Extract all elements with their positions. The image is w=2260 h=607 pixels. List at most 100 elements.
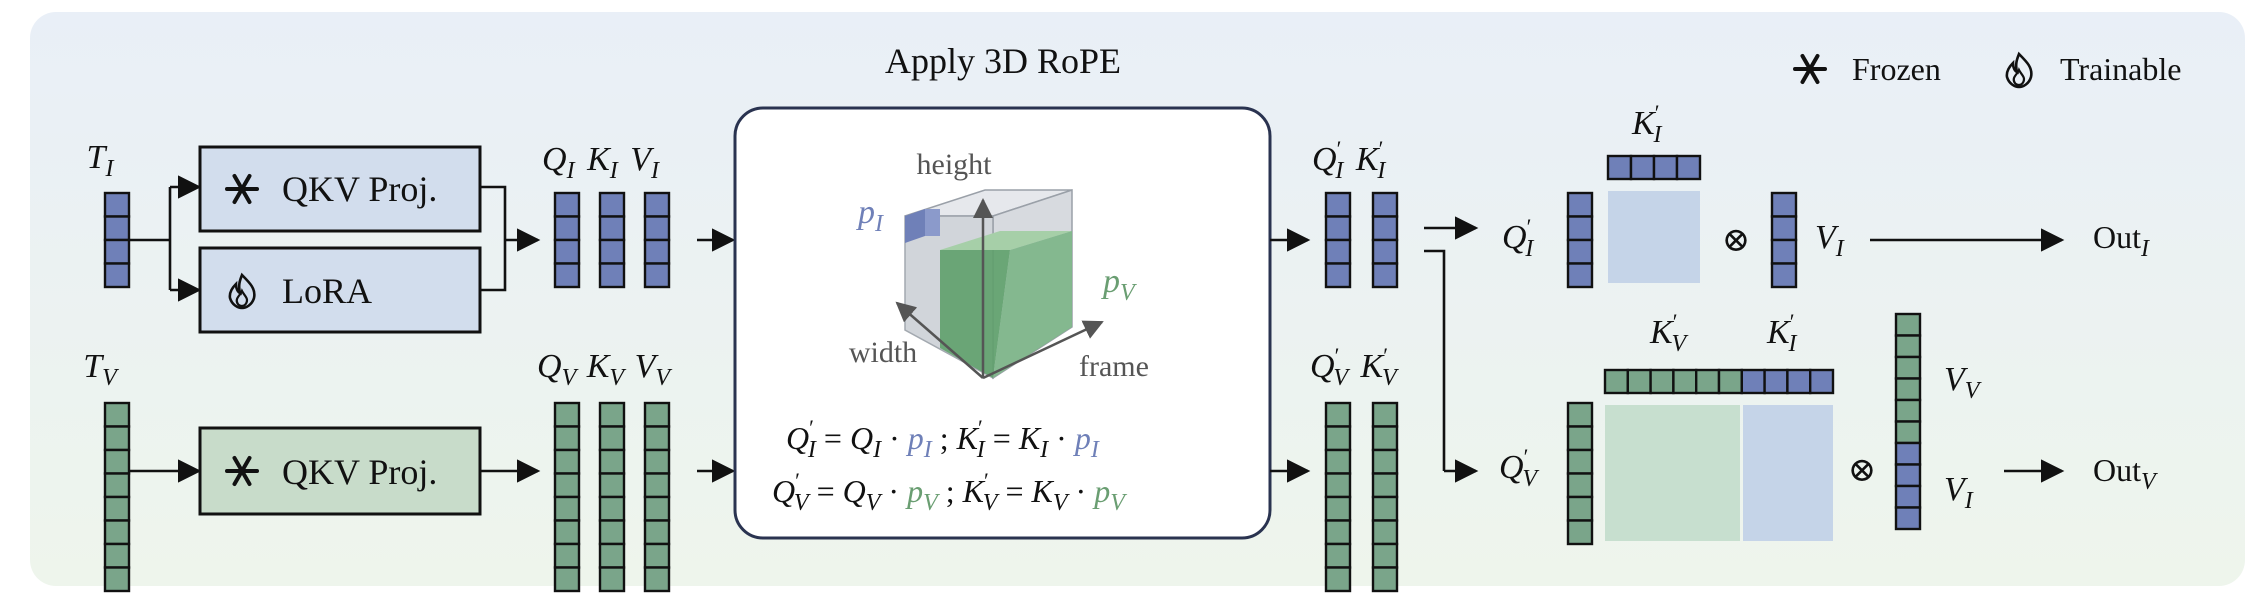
token-cell <box>1770 215 1798 242</box>
token-cell <box>643 542 671 569</box>
token-cell <box>643 401 671 428</box>
token-cell <box>1566 238 1594 265</box>
token-cell <box>1763 368 1789 395</box>
rope-cube <box>895 188 1104 380</box>
qkv-proj-image-label: QKV Proj. <box>282 169 437 209</box>
proj-labels-image: QI KI VI <box>542 141 660 186</box>
token-cell <box>1770 262 1798 289</box>
legend-frozen-label: Frozen <box>1852 51 1941 87</box>
token-cell <box>1371 262 1399 289</box>
token-cell <box>1626 368 1652 395</box>
token-cell <box>1652 154 1679 181</box>
token-cell <box>1566 262 1594 289</box>
lora-block: LoRA <box>198 246 482 334</box>
token-cell <box>1894 506 1922 531</box>
token-cell <box>103 425 131 452</box>
token-cell <box>1324 566 1352 593</box>
token-stack-attn-query-video <box>1566 401 1594 546</box>
attention-map-video-image <box>1743 405 1833 541</box>
output-video-label: OutV <box>2093 452 2158 495</box>
token-cell <box>1324 425 1352 452</box>
token-stacks-rotated-video <box>1324 401 1399 593</box>
token-cell <box>1894 484 1922 509</box>
token-cell <box>103 566 131 593</box>
token-cell <box>1324 519 1352 546</box>
token-cell <box>598 425 626 452</box>
token-cell <box>1371 448 1399 475</box>
token-cell <box>1324 262 1352 289</box>
input-image-branch-arrows <box>130 175 202 302</box>
token-cell <box>598 191 626 218</box>
token-cell <box>643 495 671 522</box>
token-cell <box>103 238 131 265</box>
token-cell <box>1371 238 1399 265</box>
token-cell <box>643 191 671 218</box>
proj-labels-video: QV KV VV <box>537 348 672 393</box>
token-cell <box>553 542 581 569</box>
legend-trainable-label: Trainable <box>2060 51 2181 87</box>
token-cell <box>1770 238 1798 265</box>
token-cell <box>598 472 626 499</box>
qkv-proj-video-label: QKV Proj. <box>282 452 437 492</box>
token-cell <box>103 472 131 499</box>
token-cell <box>1566 191 1594 218</box>
token-cell <box>553 262 581 289</box>
attn-image-key-label: K′I <box>1631 100 1663 148</box>
token-cell <box>643 262 671 289</box>
token-cell <box>1786 368 1812 395</box>
output-image-label: OutI <box>2093 219 2150 262</box>
lora-label: LoRA <box>282 271 372 311</box>
token-cell <box>643 566 671 593</box>
token-cell <box>553 238 581 265</box>
token-cell <box>643 425 671 452</box>
rope-out-labels-video: Q′V K′V <box>1310 343 1399 393</box>
token-cell <box>1566 425 1594 452</box>
token-cell <box>598 262 626 289</box>
token-cell <box>1371 191 1399 218</box>
token-cell <box>1894 441 1922 466</box>
token-cell <box>1371 425 1399 452</box>
token-cell <box>1324 238 1352 265</box>
token-cell <box>1371 401 1399 428</box>
token-cell <box>1808 368 1835 395</box>
token-cell <box>643 519 671 546</box>
token-cell <box>1566 448 1594 475</box>
token-cell <box>1566 519 1594 546</box>
token-cell <box>1566 472 1594 499</box>
token-cell <box>1566 495 1594 522</box>
snowflake-icon <box>225 456 259 486</box>
token-label-image: TI <box>87 139 115 182</box>
token-cell <box>553 191 581 218</box>
token-cell <box>598 519 626 546</box>
token-cell <box>1324 495 1352 522</box>
token-stacks-rotated-image <box>1324 191 1399 289</box>
attn-video-query-label: Q′V <box>1499 444 1539 492</box>
token-cell <box>598 238 626 265</box>
attn-image-query-label: Q′I <box>1502 214 1534 262</box>
equation-image: Q′I = QI · pI ; K′I = KI · pI <box>786 415 1100 463</box>
axis-width-label: width <box>849 336 917 369</box>
token-cell <box>1740 368 1766 395</box>
attn-video-operator: ⊗ <box>1848 452 1877 489</box>
token-cell <box>103 262 131 289</box>
token-cell <box>1694 368 1721 395</box>
attention-map-video-video <box>1605 405 1740 541</box>
token-cell <box>1894 420 1922 445</box>
token-cell <box>1371 566 1399 593</box>
token-cell <box>1717 368 1743 395</box>
qkv-proj-video-block: QKV Proj. <box>198 426 482 516</box>
token-cell <box>1894 355 1922 380</box>
attn-video-key-video-label: K′V <box>1649 309 1689 357</box>
attn-image-operator: ⊗ <box>1722 222 1751 259</box>
token-cell <box>553 472 581 499</box>
token-cell <box>1324 472 1352 499</box>
token-cell <box>598 448 626 475</box>
token-cell <box>598 566 626 593</box>
token-cell <box>1324 215 1352 242</box>
equation-video: Q′V = QV · pV ; K′V = KV · pV <box>772 468 1127 516</box>
pos-video-label: pV <box>1101 263 1137 306</box>
token-cell <box>643 215 671 242</box>
rope-title: Apply 3D RoPE <box>885 41 1121 81</box>
